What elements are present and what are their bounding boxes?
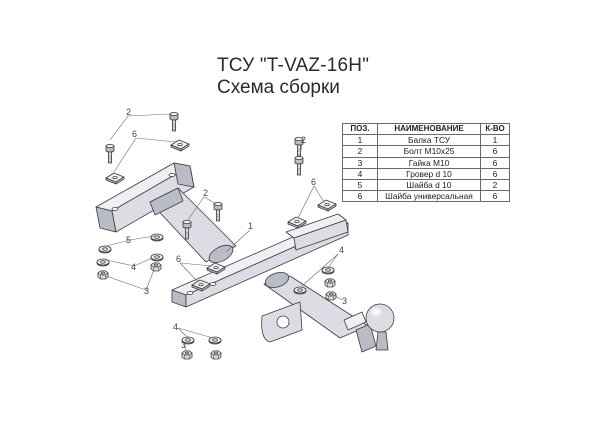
callout-2-right: 2	[301, 135, 306, 145]
callout-6-mid: 6	[176, 254, 181, 264]
row-pos: 2	[342, 145, 378, 158]
right-bracket	[285, 213, 349, 251]
callout-4-right: 4	[339, 245, 344, 255]
bolt-2a	[105, 143, 115, 164]
bolt-2d	[213, 201, 223, 222]
table-row: 1 Балка ТСУ 1	[342, 134, 510, 147]
callout-1: 1	[248, 221, 253, 231]
callout-4-bottom: 4	[173, 322, 178, 332]
diagram-title: ТСУ "T-VAZ-16H"	[217, 55, 370, 76]
washer-right-1	[321, 266, 335, 275]
leader-lines	[105, 113, 343, 353]
callout-2-mid: 2	[203, 188, 208, 198]
nut-bottom-1	[181, 350, 193, 360]
header-pos: ПОЗ.	[342, 122, 378, 136]
bolt-2e	[294, 155, 304, 176]
callout-4-left: 4	[131, 262, 136, 272]
table-row: 4 Гровер d 10 6	[342, 167, 510, 181]
nut-right-1	[324, 278, 336, 288]
callout-2-top: 2	[126, 107, 131, 117]
nut-bottom-2	[210, 350, 222, 360]
connecting-tube	[149, 187, 237, 264]
callout-3-left: 3	[144, 286, 149, 296]
washer-bottom-2	[208, 336, 222, 345]
parts-table: ПОЗ. НАИМЕНОВАНИЕ К-ВО 1 Балка ТСУ 1 2 Б…	[342, 122, 510, 203]
header-qty: К-ВО	[480, 122, 510, 136]
flat-washer-6a	[105, 172, 125, 185]
callout-3-right: 3	[342, 296, 347, 306]
table-row: 5 Шайба d 10 2	[342, 179, 510, 192]
washer-left-4	[150, 253, 164, 262]
row-qty: 6	[480, 145, 510, 158]
row-qty: 6	[480, 190, 510, 203]
parts-table-header: ПОЗ. НАИМЕНОВАНИЕ К-ВО	[342, 122, 510, 136]
row-name: Гайка М10	[377, 156, 481, 169]
table-row: 2 Болт М10х25 6	[342, 145, 510, 158]
callout-3-bottom: 3	[181, 340, 186, 350]
nut-left-2	[150, 262, 162, 272]
row-name: Гровер d 10	[377, 167, 481, 181]
diagram-subtitle: Схема сборки	[217, 77, 340, 98]
washer-left-1	[98, 245, 112, 254]
left-bracket	[95, 162, 195, 233]
nut-right-2	[325, 291, 337, 301]
row-qty: 6	[480, 156, 510, 169]
table-row: 6 Шайба универсальная 6	[342, 190, 510, 203]
callout-6-right: 6	[311, 177, 316, 187]
tow-ball-assembly	[261, 271, 395, 353]
row-name: Балка ТСУ	[377, 134, 481, 147]
header-name: НАИМЕНОВАНИЕ	[377, 122, 481, 136]
nut-left-1	[97, 270, 109, 280]
washer-right-2	[293, 286, 307, 295]
callout-5: 5	[126, 235, 131, 245]
row-qty: 2	[480, 179, 510, 192]
row-qty: 1	[480, 134, 510, 147]
washer-left-2	[150, 233, 164, 242]
table-row: 3 Гайка М10 6	[342, 156, 510, 169]
flat-washer-6e	[317, 199, 337, 212]
row-qty: 6	[480, 167, 510, 181]
callout-6-top: 6	[132, 129, 137, 139]
bolt-2b	[169, 112, 179, 132]
